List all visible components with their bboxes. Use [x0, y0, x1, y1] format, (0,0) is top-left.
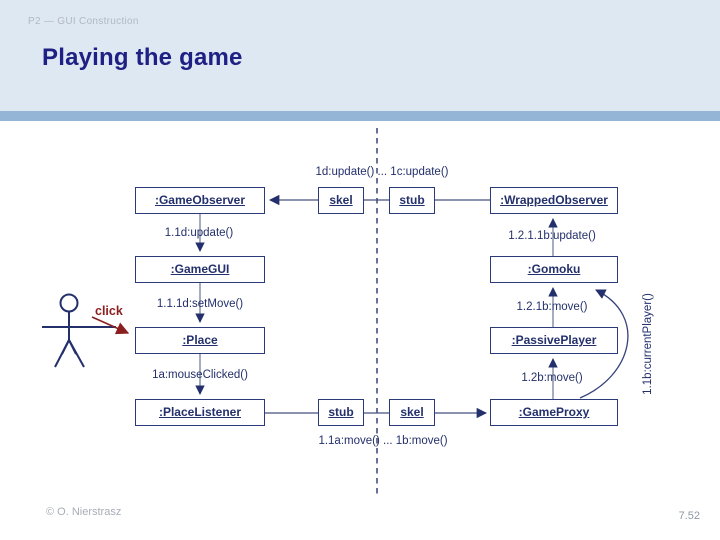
node-stub-top: stub: [389, 187, 435, 214]
actor-icon: [42, 293, 116, 368]
message-label-top-update: 1d:update() ... 1c:update(): [315, 166, 449, 178]
node-place: :Place: [135, 327, 265, 354]
message-label-1-2b-move: 1.2b:move(): [521, 372, 583, 384]
node-game-observer: :GameObserver: [135, 187, 265, 214]
header-divider-bar: [0, 111, 720, 121]
message-label-1-1d-update: 1.1d:update(): [164, 227, 234, 239]
node-gomoku: :Gomoku: [490, 256, 618, 283]
node-passive-player: :PassivePlayer: [490, 327, 618, 354]
page-title: Playing the game: [42, 44, 243, 71]
node-skel-bottom: skel: [389, 399, 435, 426]
node-place-listener: :PlaceListener: [135, 399, 265, 426]
message-label-1-1b-currentplayer: 1.1b:currentPlayer(): [642, 293, 654, 395]
message-label-1-2-1-1b-update: 1.2.1.1b:update(): [508, 230, 596, 242]
message-label-1a-mouseclicked: 1a:mouseClicked(): [152, 369, 248, 381]
slide-header: P2 — GUI Construction Playing the game: [0, 0, 720, 111]
node-game-gui: :GameGUI: [135, 256, 265, 283]
course-label: P2 — GUI Construction: [28, 16, 139, 27]
message-label-bottom-move: 1.1a:move() ... 1b:move(): [318, 435, 448, 447]
page-number: 7.52: [678, 510, 700, 522]
click-arrow-icon: [91, 316, 130, 335]
node-game-proxy: :GameProxy: [490, 399, 618, 426]
node-skel-top: skel: [318, 187, 364, 214]
message-label-1-1-1d-setmove: 1.1.1d:setMove(): [156, 298, 244, 310]
footer-copyright: © O. Nierstrasz: [46, 506, 122, 518]
click-label: click: [95, 304, 123, 318]
arrow-gameproxy-to-gomoku-curve: [579, 289, 629, 399]
message-label-1-2-1b-move: 1.2.1b:move(): [516, 301, 588, 313]
node-wrapped-observer: :WrappedObserver: [490, 187, 618, 214]
node-stub-bottom: stub: [318, 399, 364, 426]
